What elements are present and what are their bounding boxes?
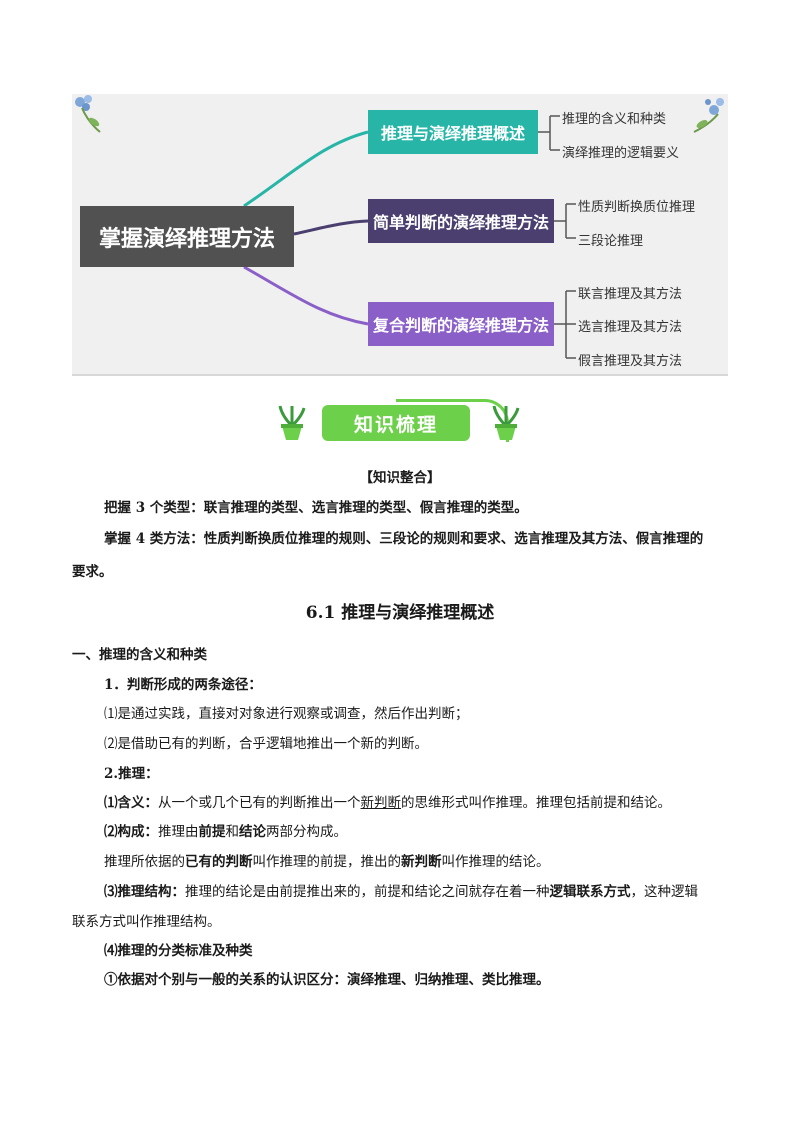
potted-plant-icon (278, 405, 306, 440)
text-span: 和 (225, 824, 240, 840)
text-span: 推理由 (158, 824, 199, 840)
bold-term: 已有的判断 (185, 854, 253, 870)
text-span: 的思维形式叫作推理。推理包括前提和结论。 (401, 795, 671, 811)
mind-map-leaf: 联言推理及其方法 (578, 287, 683, 302)
summary-line: 要求。 (72, 564, 113, 580)
flower-decoration-icon (693, 98, 724, 133)
mind-map-branch: 推理与演绎推理概述 (368, 110, 538, 154)
bold-term: 前提 (198, 824, 226, 840)
text-span: ，这种逻辑 (630, 884, 699, 900)
structure-label: ⑶推理结构： (104, 884, 185, 900)
text-span: 叫作推理的结论。 (441, 854, 550, 870)
mind-map-leaf: 推理的含义和种类 (562, 112, 667, 127)
text-span: 从一个或几个已有的判断推出一个 (158, 795, 361, 811)
mind-map-connectors (243, 115, 576, 359)
bold-term: 新判断 (401, 854, 442, 870)
text-span: 叫作推理的前提，推出的 (252, 854, 402, 870)
definition-label: ⑴含义： (104, 795, 158, 811)
composition-label: ⑵构成： (104, 824, 158, 840)
flower-decoration-icon (75, 95, 101, 133)
banner-label: 知识梳理 (322, 405, 470, 441)
mind-map-leaf: 演绎推理的逻辑要义 (562, 146, 680, 161)
paragraph: ⑴是通过实践，直接对对象进行观察或调查，然后作出判断； (104, 706, 469, 722)
summary-heading: 【知识整合】 (359, 470, 441, 486)
text-span: 推理的结论是由前提推出来的，前提和结论之间就存在着一种 (185, 884, 550, 900)
definition-line: ⑴含义：从一个或几个已有的判断推出一个新判断的思维形式叫作推理。推理包括前提和结… (104, 793, 671, 813)
mind-map-leaf: 假言推理及其方法 (578, 354, 683, 369)
mind-map-leaf: 选言推理及其方法 (578, 320, 683, 335)
structure-line: ⑶推理结构：推理的结论是由前提推出来的，前提和结论之间就存在着一种逻辑联系方式，… (104, 882, 698, 902)
mind-map-branch: 简单判断的演绎推理方法 (368, 199, 554, 243)
subheading: 1．判断形成的两条途径： (104, 677, 262, 693)
bold-term: 逻辑联系方式 (549, 884, 631, 900)
composition-line: ⑵构成：推理由前提和结论两部分构成。 (104, 822, 347, 842)
mind-map-leaf: 三段论推理 (578, 234, 644, 249)
mind-map: 掌握演绎推理方法 推理与演绎推理概述 简单判断的演绎推理方法 复合判断的演绎推理… (72, 94, 728, 376)
mind-map-root: 掌握演绎推理方法 (80, 206, 294, 267)
subheading: ⑷推理的分类标准及种类 (104, 943, 253, 959)
text-span: 两部分构成。 (266, 824, 347, 840)
paragraph: 联系方式叫作推理结构。 (72, 914, 221, 930)
subheading: 一、推理的含义和种类 (72, 647, 207, 663)
paragraph: ①依据对个别与一般的关系的认识区分：演绎推理、归纳推理、类比推理。 (104, 972, 550, 988)
subheading: 2.推理： (104, 766, 159, 782)
summary-line: 掌握 4 类方法：性质判断换质位推理的规则、三段论的规则和要求、选言推理及其方法… (104, 531, 704, 547)
mind-map-leaf: 性质判断换质位推理 (578, 200, 696, 215)
section-banner: 知识梳理 (276, 396, 524, 452)
text-span: 推理所依据的 (104, 854, 185, 870)
section-heading: 6.1 推理与演绎推理概述 (305, 603, 495, 623)
mind-map-branch: 复合判断的演绎推理方法 (368, 302, 554, 346)
underlined-term: 新判断 (360, 795, 402, 811)
paragraph: ⑵是借助已有的判断，合乎逻辑地推出一个新的判断。 (104, 736, 428, 752)
premise-line: 推理所依据的已有的判断叫作推理的前提，推出的新判断叫作推理的结论。 (104, 852, 550, 872)
bold-term: 结论 (239, 824, 266, 840)
summary-line: 把握 3 个类型：联言推理的类型、选言推理的类型、假言推理的类型。 (104, 500, 528, 516)
potted-plant-icon (492, 405, 520, 440)
